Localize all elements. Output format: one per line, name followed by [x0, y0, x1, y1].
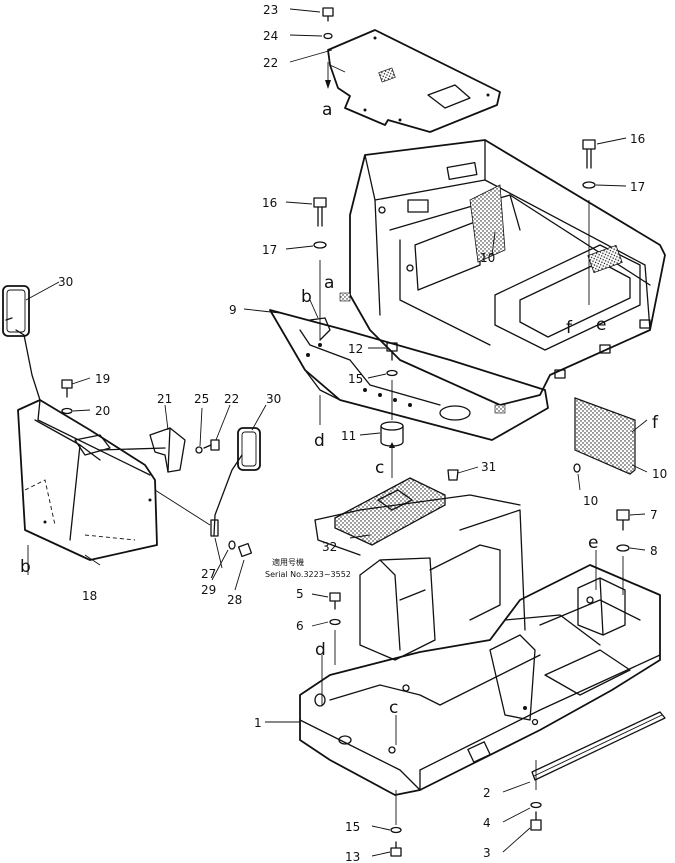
label-3: 3 — [483, 846, 491, 860]
label-31: 31 — [481, 460, 496, 474]
washer-6 — [329, 618, 341, 626]
washer-17-right — [582, 181, 596, 189]
label-4: 4 — [483, 816, 491, 830]
washer-29 — [228, 540, 236, 550]
mirror-30-right — [210, 427, 261, 537]
bolt-14 — [390, 841, 402, 857]
plug-31 — [447, 469, 459, 481]
label-16-left: 16 — [262, 196, 277, 210]
ref-b-cover: b — [20, 557, 31, 577]
reference-letters: a a b b c c d d e e f f — [20, 100, 659, 718]
label-2: 2 — [483, 786, 491, 800]
ref-d-upper: d — [314, 431, 325, 451]
label-9: 9 — [229, 303, 237, 317]
part-number-labels: 23 24 22 16 17 16 17 10 9 12 15 11 31 19… — [58, 3, 667, 863]
bolt-25 — [322, 7, 334, 22]
washer-8 — [616, 544, 630, 552]
bolt-16-left — [313, 197, 327, 227]
washer-15-lower — [390, 826, 402, 834]
bolt-19 — [61, 379, 73, 398]
ref-e-frame: e — [596, 315, 606, 335]
label-19: 19 — [95, 372, 110, 386]
mirror-30-left — [2, 285, 41, 401]
label-25: 23 — [263, 3, 278, 17]
ref-a-top: a — [322, 100, 332, 120]
label-13: 12 — [348, 342, 363, 356]
label-21: 21 — [157, 392, 172, 406]
ref-b-frame: b — [301, 287, 312, 307]
ref-c-lower: c — [389, 698, 398, 718]
label-20: 20 — [95, 404, 110, 418]
washer-20 — [61, 407, 73, 415]
serial-note-jp: 適用号機 — [272, 557, 304, 567]
ref-c-upper: c — [375, 458, 384, 478]
ref-d-lower: d — [315, 640, 326, 660]
ref-f-frame: f — [566, 318, 573, 338]
cab-frame — [269, 139, 666, 441]
nut-23 — [195, 446, 203, 454]
label-5: 5 — [296, 587, 304, 601]
label-30-left: 30 — [58, 275, 73, 289]
label-22: 22 — [224, 392, 239, 406]
label-1: 1 — [254, 716, 262, 730]
hinge-rod — [99, 447, 166, 451]
label-27: 27 — [201, 567, 216, 581]
clip-11 — [573, 463, 581, 473]
revolving-frame-1 — [299, 494, 666, 796]
bolt-7 — [616, 509, 630, 531]
label-8: 8 — [650, 544, 658, 558]
label-23: 25 — [194, 392, 209, 406]
label-17-right: 17 — [630, 180, 645, 194]
washer-17-left — [313, 241, 327, 249]
mesh-panel-10 — [573, 397, 636, 475]
bolt-16-right — [582, 139, 596, 169]
label-26: 24 — [263, 29, 278, 43]
label-18: 18 — [82, 589, 97, 603]
washer-26 — [323, 32, 333, 40]
label-24: 22 — [263, 56, 278, 70]
label-11: 10 — [583, 494, 598, 508]
washer-4 — [530, 801, 542, 809]
label-15-lower: 15 — [345, 820, 360, 834]
ref-a-frame: a — [324, 273, 334, 293]
label-32: 32 — [322, 540, 337, 554]
label-12: 11 — [341, 429, 356, 443]
label-10-mesh: 10 — [652, 467, 667, 481]
label-16-right: 16 — [630, 132, 645, 146]
label-29: 29 — [201, 583, 216, 597]
side-cover-18 — [17, 399, 158, 561]
serial-note-text: Serial No.3223~3552 — [265, 570, 351, 579]
washer-15-upper — [386, 369, 398, 377]
label-7: 7 — [650, 508, 658, 522]
serial-note: 適用号機 Serial No.3223~3552 — [265, 557, 351, 579]
label-10-frame: 10 — [480, 251, 495, 265]
bolt-13 — [386, 342, 398, 361]
top-cover-plate — [327, 29, 501, 133]
ref-e-lower: e — [588, 533, 598, 553]
leader-lines — [25, 8, 648, 857]
label-14: 13 — [345, 850, 360, 863]
bolt-5 — [329, 592, 341, 610]
label-6: 6 — [296, 619, 304, 633]
hinge-bracket — [74, 434, 111, 456]
label-30-right: 30 — [266, 392, 281, 406]
label-28: 28 — [227, 593, 242, 607]
ref-f-mesh: f — [652, 413, 659, 433]
bracket-21 — [149, 427, 186, 473]
label-17-left: 17 — [262, 243, 277, 257]
bolt-28 — [237, 542, 253, 558]
bolt-3 — [530, 811, 542, 831]
bolt-22 — [203, 439, 220, 451]
label-15-upper: 15 — [348, 372, 363, 386]
